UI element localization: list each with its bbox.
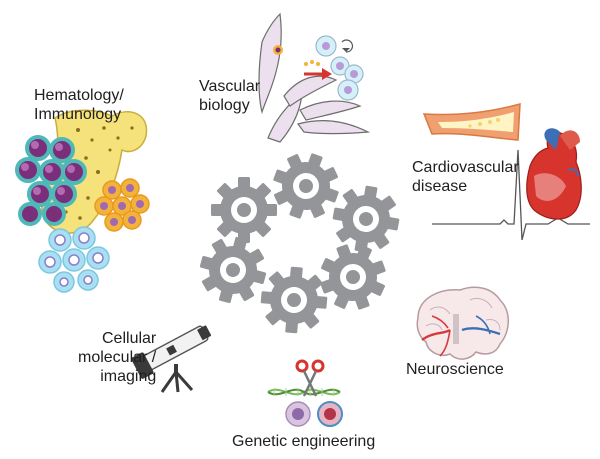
label-line: Cardiovascular: [412, 159, 519, 176]
genetic-engineering-label: Genetic engineering: [232, 433, 376, 450]
neuroscience-label: Neuroscience: [406, 361, 504, 378]
label-line: Immunology: [34, 106, 122, 123]
hematology-immunology-label: Hematology/ Immunology: [34, 86, 124, 124]
vascular-biology-label: Vascular biology: [199, 77, 260, 115]
label-line: imaging: [100, 368, 157, 385]
label-line: biology: [199, 97, 250, 114]
cardiovascular-disease-label: Cardiovascular disease: [412, 158, 519, 196]
label-line: Cellular: [102, 330, 157, 347]
label-line: molecular /: [78, 349, 157, 366]
label-line: Hematology/: [34, 87, 124, 104]
label-line: disease: [412, 178, 468, 195]
label-line: Vascular: [199, 78, 261, 95]
cellular-molecular-imaging-label: Cellular molecular / imaging: [78, 329, 156, 386]
